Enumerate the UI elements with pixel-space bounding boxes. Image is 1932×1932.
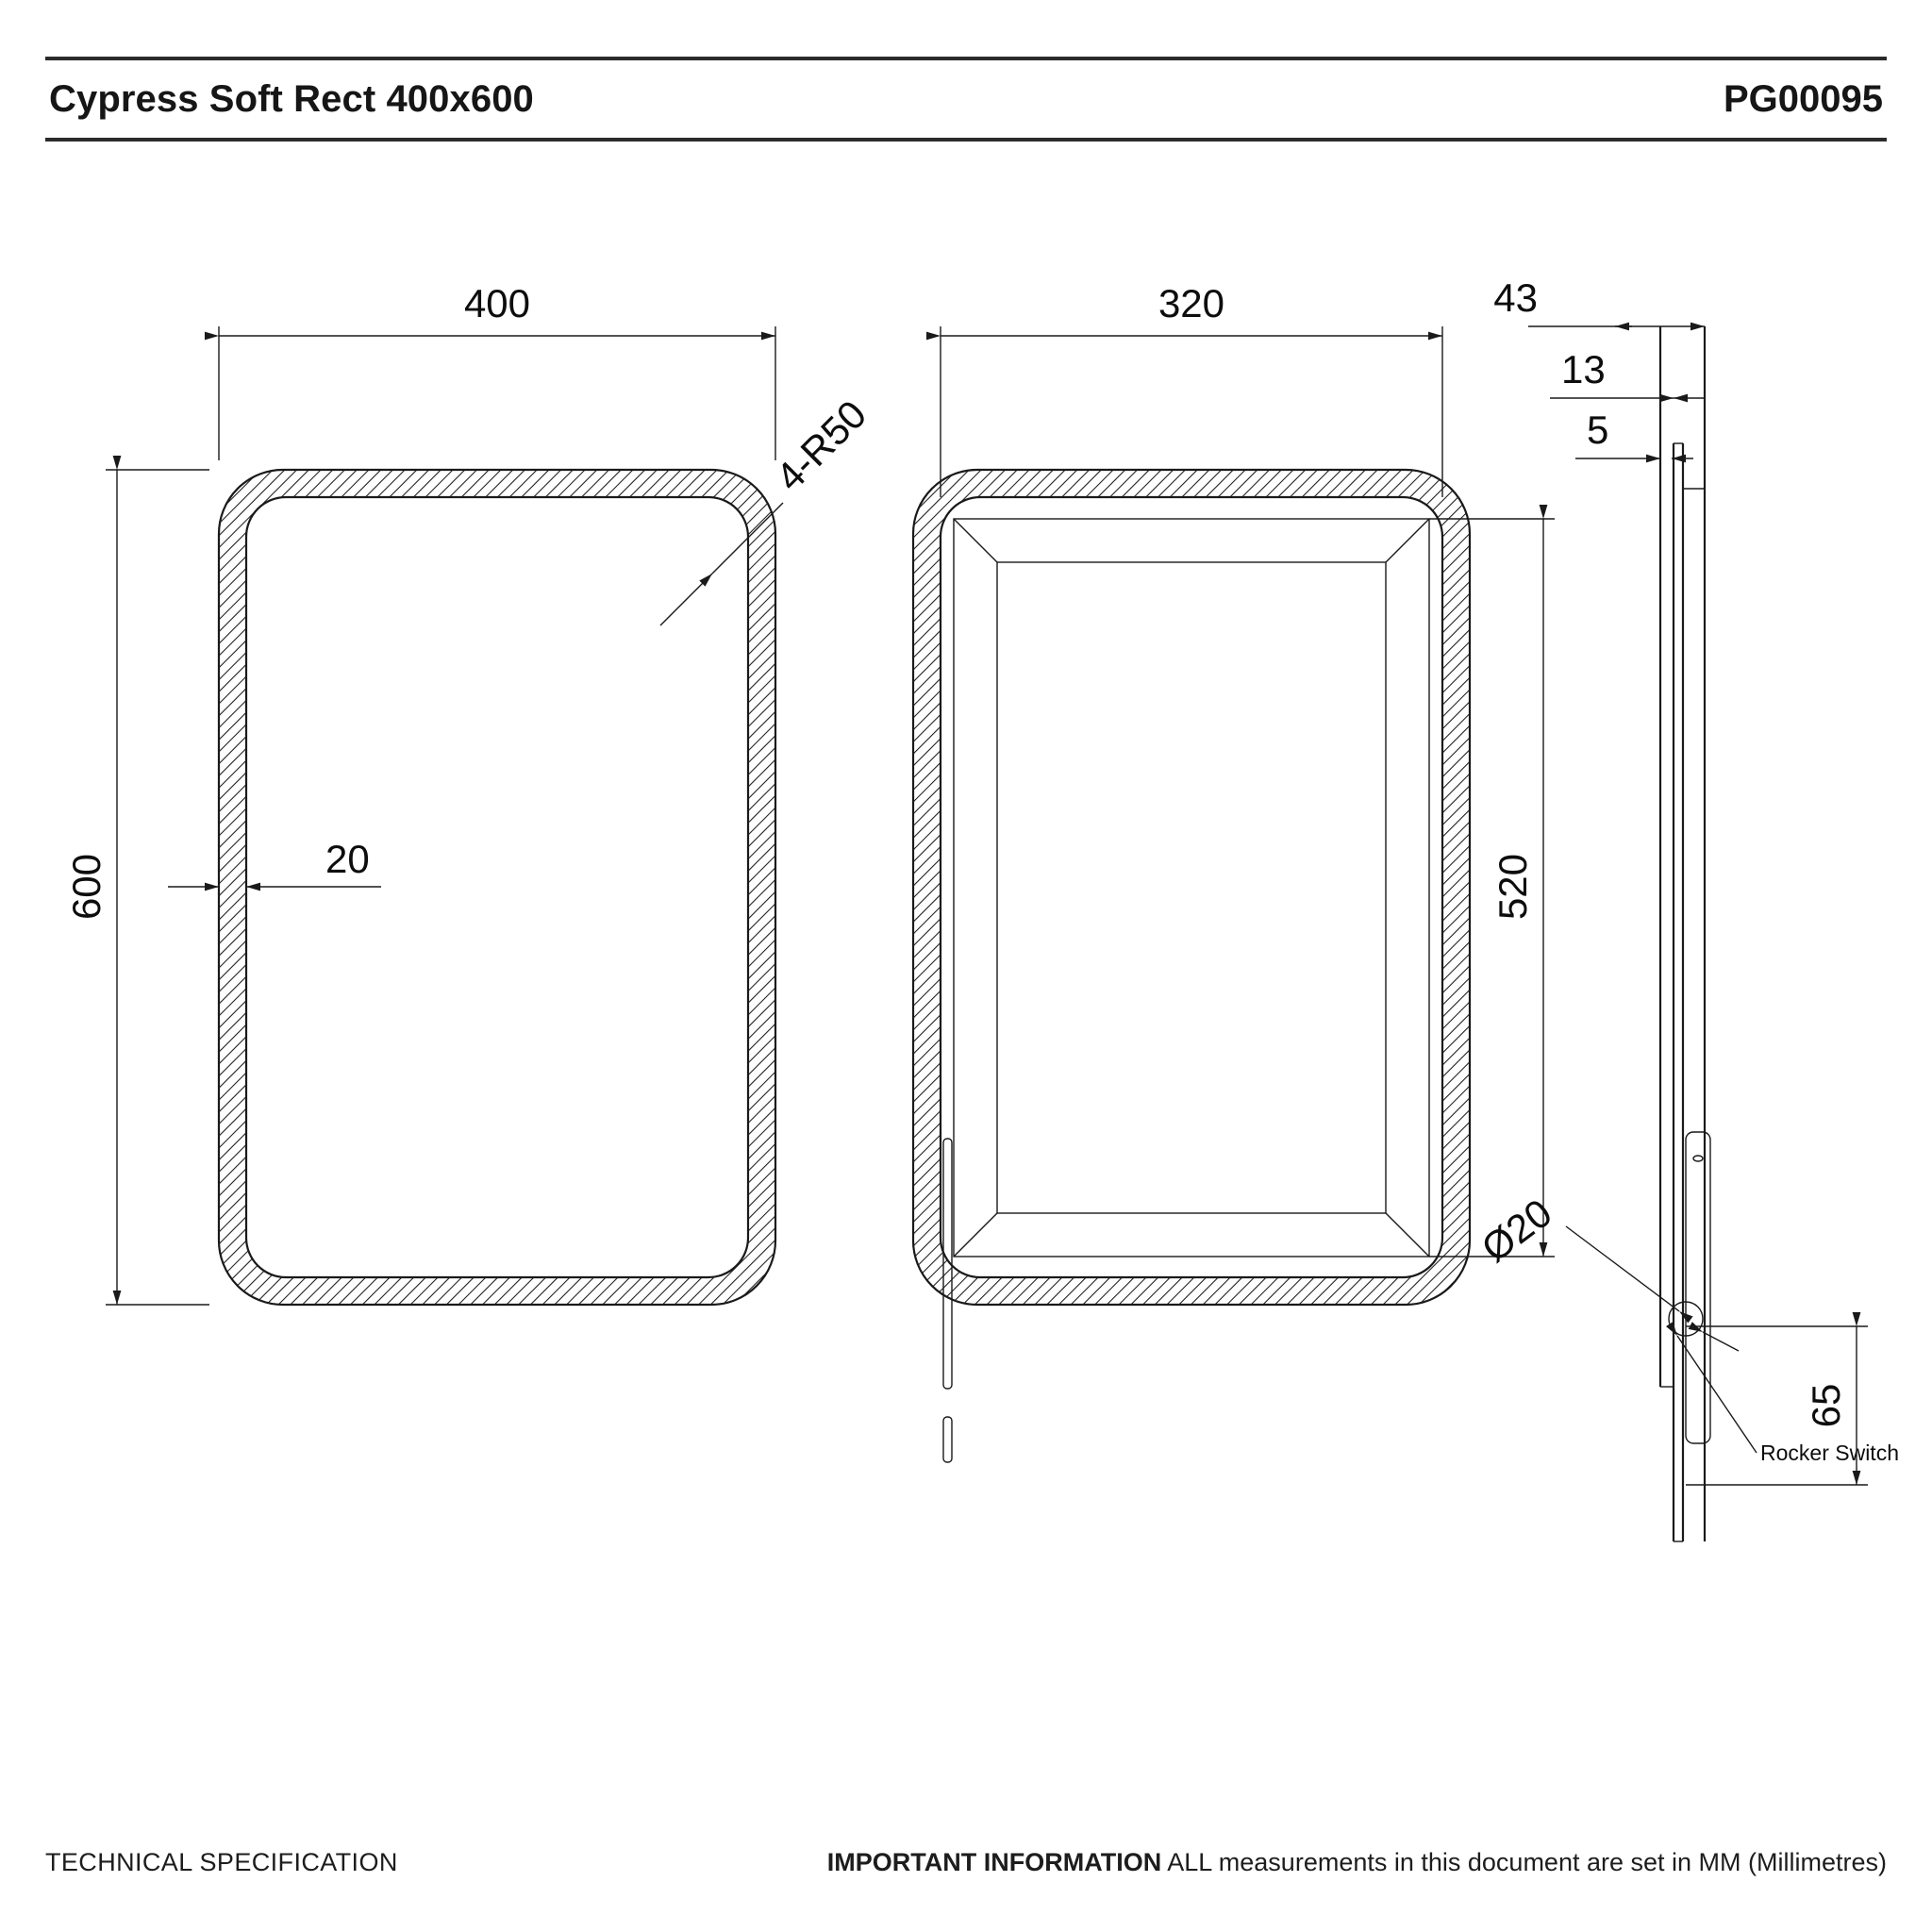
footer-technical-spec-label: TECHNICAL SPECIFICATION — [45, 1848, 398, 1876]
rear-height-dimension: 520 — [1429, 505, 1555, 1257]
footer-important-label: IMPORTANT INFORMATION — [826, 1848, 1162, 1876]
switch-offset-dimension: 65 — [1686, 1312, 1868, 1486]
rear-height-value: 520 — [1491, 854, 1535, 920]
side-5-dimension: 5 — [1575, 408, 1693, 463]
side-mounting-bracket — [1685, 1131, 1711, 1444]
footer-important-information: IMPORTANT INFORMATION ALL measurements i… — [827, 1848, 1887, 1877]
rear-width-value: 320 — [1158, 281, 1224, 325]
rocker-switch-label: Rocker Switch — [1760, 1441, 1899, 1465]
technical-drawing: 400 600 20 — [0, 142, 1932, 1811]
rear-view: 320 520 — [0, 142, 1932, 1811]
switch-offset-value: 65 — [1804, 1384, 1848, 1428]
page-footer: TECHNICAL SPECIFICATION IMPORTANT INFORM… — [45, 1848, 1887, 1877]
rear-view-frame-section — [0, 142, 1932, 1811]
side-depth-43-value: 43 — [1493, 275, 1538, 320]
page-header: Cypress Soft Rect 400x600 PG00095 — [45, 57, 1887, 142]
product-code: PG00095 — [1723, 77, 1883, 120]
side-5-value: 5 — [1587, 408, 1608, 452]
rear-led-strip — [942, 1138, 953, 1390]
side-depth-43-dimension: 43 — [1493, 275, 1705, 331]
side-13-value: 13 — [1561, 347, 1606, 391]
rear-mirror-bevel — [953, 518, 1430, 1257]
rear-width-dimension: 320 — [926, 281, 1443, 497]
rear-switch-recess — [942, 1416, 953, 1463]
page-title: Cypress Soft Rect 400x600 — [49, 77, 534, 120]
side-view-profile — [1658, 326, 1707, 1542]
rocker-switch-detail: Rocker Switch — [1665, 1301, 1899, 1465]
side-13-dimension: 13 — [1550, 347, 1705, 403]
footer-measurement-note: ALL measurements in this document are se… — [1161, 1848, 1887, 1876]
